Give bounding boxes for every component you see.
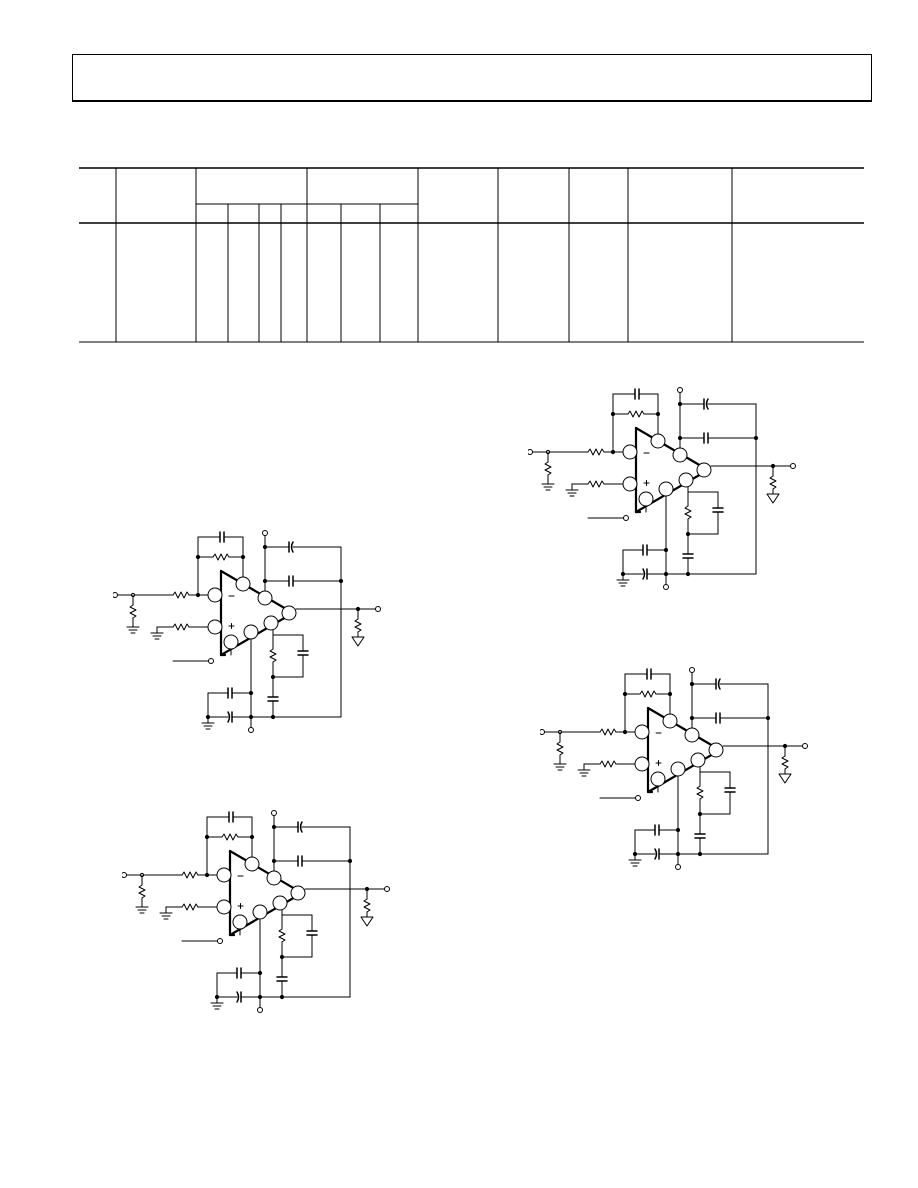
table-column-dividers <box>115 168 733 342</box>
circuit-figure-d <box>540 666 809 871</box>
circuit-figure-c <box>122 809 391 1014</box>
page-header-box <box>72 54 872 102</box>
spec-table <box>79 167 864 343</box>
circuit-figure-a <box>528 386 797 591</box>
circuit-figure-b <box>113 529 382 734</box>
